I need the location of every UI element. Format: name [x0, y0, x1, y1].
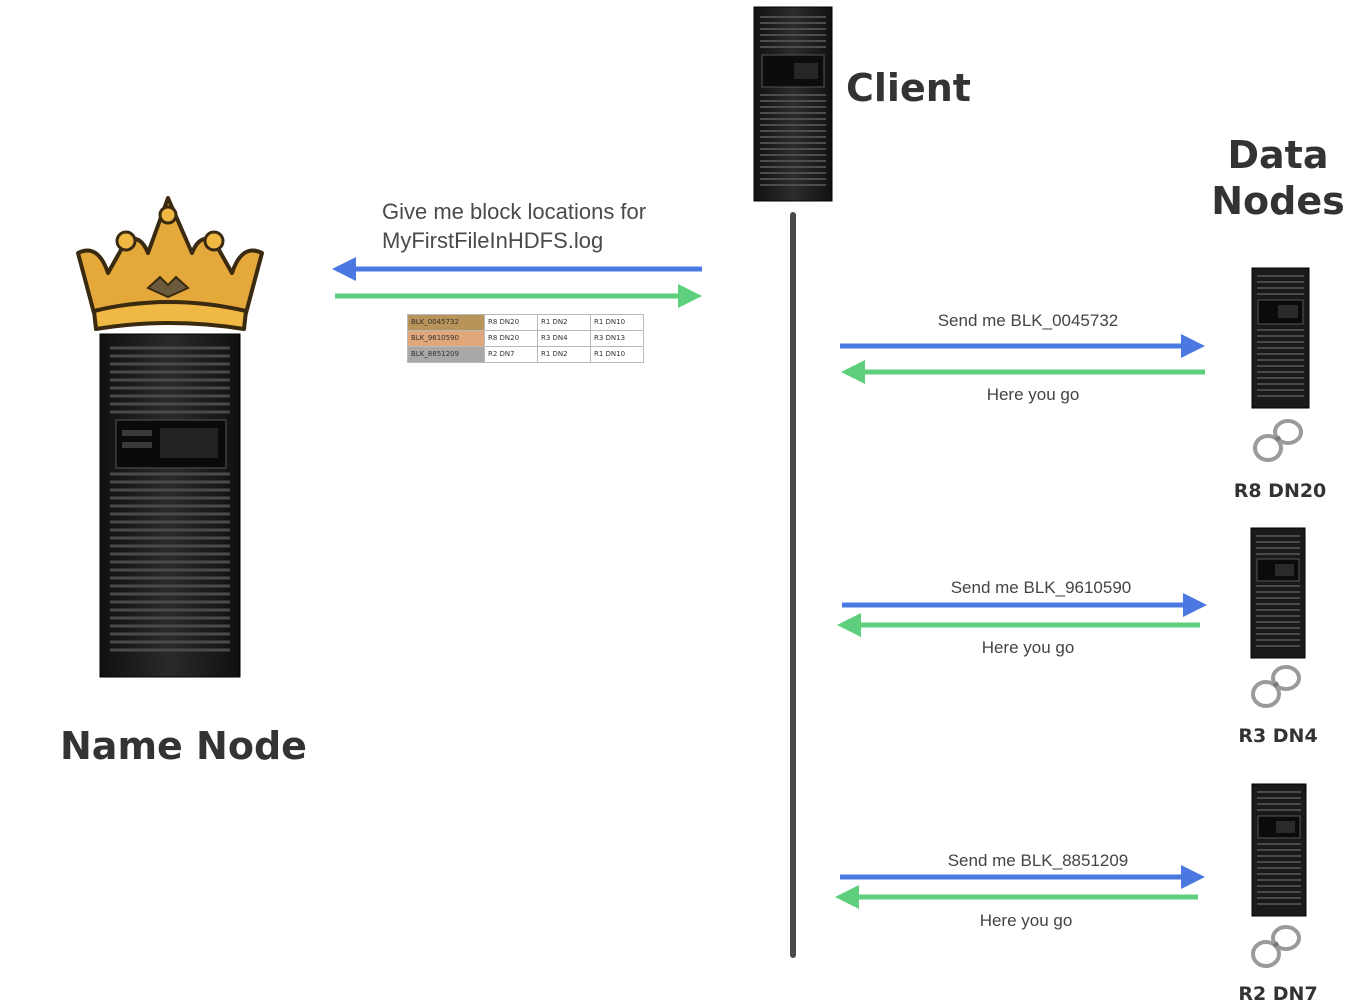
handcuffs-icon	[1248, 922, 1308, 972]
data-nodes-title-line2: Nodes	[1211, 179, 1345, 223]
namenode-request-arrow	[332, 257, 702, 281]
block-id-cell: BLK_0045732	[407, 314, 485, 331]
block-location-cell: R3 DN4	[537, 330, 591, 347]
exchange-2-request-text: Send me BLK_9610590	[950, 578, 1132, 597]
block-row-2: BLK_9610590 R8 DN20 R3 DN4 R3 DN13	[407, 330, 644, 347]
exchange-1-request-arrow	[840, 334, 1205, 358]
exchange-2-response-arrow	[837, 613, 1200, 637]
namenode-response-arrow	[335, 284, 702, 308]
server-icon	[753, 6, 833, 202]
data-nodes-title-line1: Data	[1227, 133, 1329, 177]
block-location-cell: R1 DN10	[590, 346, 644, 363]
data-node-server-2	[1250, 527, 1306, 659]
request-text: Give me block locations for MyFirstFileI…	[382, 197, 646, 255]
block-location-cell: R8 DN20	[484, 330, 538, 347]
exchange-3-request-text: Send me BLK_8851209	[947, 851, 1129, 870]
handcuffs-icon	[1250, 416, 1310, 466]
data-node-label-1: R8 DN20	[1233, 480, 1327, 502]
server-icon	[1251, 267, 1310, 409]
exchange-1-response-text: Here you go	[986, 385, 1080, 404]
block-location-cell: R3 DN13	[590, 330, 644, 347]
handcuffs-icon	[1248, 662, 1308, 712]
block-location-cell: R2 DN7	[484, 346, 538, 363]
exchange-1-response-arrow	[841, 360, 1205, 384]
data-node-server-1	[1251, 267, 1310, 409]
block-id-cell: BLK_9610590	[407, 330, 485, 347]
client-label: Client	[846, 66, 971, 110]
request-text-line1: Give me block locations for	[382, 199, 647, 224]
data-nodes-title: Data Nodes	[1200, 132, 1356, 224]
block-location-cell: R1 DN10	[590, 314, 644, 331]
exchange-3-response-text: Here you go	[979, 911, 1073, 930]
exchange-2-request-arrow	[842, 593, 1207, 617]
server-icon	[1250, 527, 1306, 659]
block-row-1: BLK_0045732 R8 DN20 R1 DN2 R1 DN10	[407, 314, 644, 331]
block-location-cell: R1 DN2	[537, 314, 591, 331]
block-location-cell: R1 DN2	[537, 346, 591, 363]
exchange-2-response-text: Here you go	[981, 638, 1075, 657]
data-node-label-3: R2 DN7	[1238, 983, 1318, 1005]
crown-icon	[68, 193, 272, 335]
name-node-label: Name Node	[60, 724, 307, 768]
client-server	[753, 6, 833, 202]
server-icon	[1251, 783, 1307, 917]
name-node-server	[99, 333, 241, 678]
exchange-3-response-arrow	[835, 885, 1198, 909]
client-divider-line	[790, 212, 796, 958]
exchange-3-request-arrow	[840, 865, 1205, 889]
exchange-1-request-text: Send me BLK_0045732	[937, 311, 1119, 330]
request-text-line2: MyFirstFileInHDFS.log	[382, 228, 604, 253]
block-row-3: BLK_8851209 R2 DN7 R1 DN2 R1 DN10	[407, 346, 644, 363]
data-node-server-3	[1251, 783, 1307, 917]
block-id-cell: BLK_8851209	[407, 346, 485, 363]
server-icon	[99, 333, 241, 678]
block-locations-table: BLK_0045732 R8 DN20 R1 DN2 R1 DN10 BLK_9…	[407, 314, 644, 363]
block-location-cell: R8 DN20	[484, 314, 538, 331]
data-node-label-2: R3 DN4	[1238, 725, 1318, 747]
